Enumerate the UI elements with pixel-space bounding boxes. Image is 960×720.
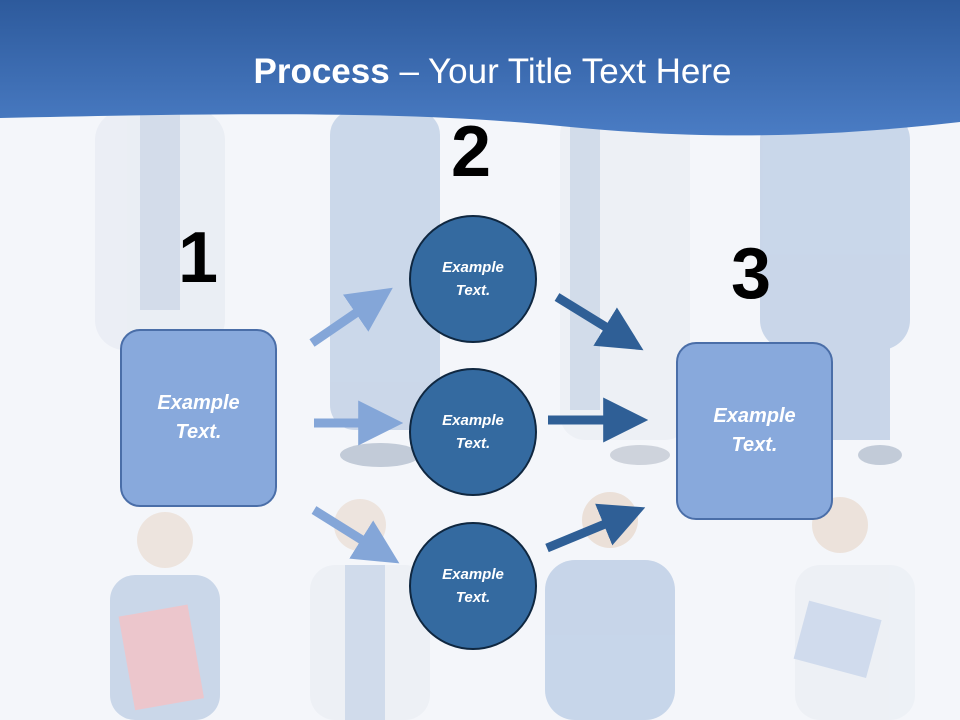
step-3-line1: Example [713,405,796,427]
circle-top-line1: Example [442,259,504,276]
circle-bottom-line1: Example [442,566,504,583]
circle-bottom-line2: Text. [455,589,491,606]
slide-title: Process – Your Title Text Here [0,52,960,92]
arrow-1-to-circle-top [309,287,393,347]
step-number-2: 2 [451,112,492,192]
arrow-circle-top-to-3 [554,293,644,351]
step-1-line1: Example [157,392,240,414]
circle-middle-line1: Example [442,412,504,429]
step-number-1: 1 [178,218,219,298]
step-2-circle-top: Example Text. [409,215,537,343]
header-banner [0,0,960,136]
step-2-circle-middle: Example Text. [409,368,537,496]
title-rest: – Your Title Text Here [389,52,732,91]
circle-middle-line2: Text. [455,435,491,452]
circle-top-line2: Text. [455,282,491,299]
step-1-line2: Text. [175,421,222,443]
arrow-circle-bottom-to-3 [545,503,646,553]
step-3-line2: Text. [731,434,778,456]
arrow-1-to-circle-bottom [311,506,400,564]
step-1-box: Example Text. [120,329,277,507]
step-3-box: Example Text. [676,342,833,520]
step-number-3: 3 [731,234,772,314]
step-2-circle-bottom: Example Text. [409,522,537,650]
title-bold: Process [253,52,390,91]
